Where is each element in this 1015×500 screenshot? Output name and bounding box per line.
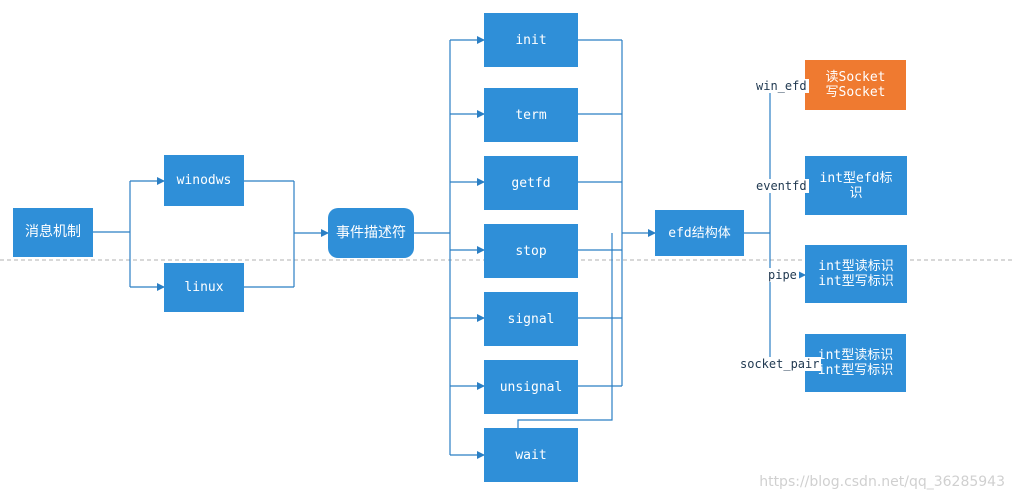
node-signal: signal: [484, 292, 578, 346]
edge-label-socket-pair: socket_pair: [738, 357, 822, 371]
node-signal-label: signal: [507, 311, 555, 327]
node-pipe-write-label: int型写标识: [818, 274, 894, 289]
node-getfd-label: getfd: [511, 175, 551, 191]
node-efd-struct: efd结构体: [655, 210, 744, 256]
node-msg-mechanism: 消息机制: [13, 208, 93, 257]
node-int-efd-label-2: 识: [849, 185, 863, 201]
node-wait-label: wait: [515, 447, 547, 463]
node-stop-label: stop: [515, 243, 547, 259]
node-sp-read-label: int型读标识: [817, 348, 894, 363]
node-unsignal-label: unsignal: [499, 379, 563, 395]
node-pipe-read-label: int型读标识: [818, 259, 894, 274]
node-eventfd: int型efd标 识: [805, 156, 907, 215]
node-msg-mechanism-label: 消息机制: [25, 224, 81, 240]
node-linux-label: linux: [184, 280, 224, 295]
node-event-descriptor-label: 事件描述符: [336, 224, 406, 241]
node-efd-struct-label: efd结构体: [668, 225, 731, 241]
node-windows-label: winodws: [176, 173, 232, 188]
node-term-label: term: [515, 107, 547, 123]
node-wait: wait: [484, 428, 578, 482]
node-read-socket-label: 读Socket: [825, 70, 886, 85]
node-event-descriptor: 事件描述符: [328, 208, 414, 258]
node-pipe: int型读标识 int型写标识: [805, 245, 907, 303]
node-init: init: [484, 13, 578, 67]
node-windows: winodws: [164, 155, 244, 206]
node-getfd: getfd: [484, 156, 578, 210]
edge-label-pipe: pipe: [766, 268, 799, 282]
node-linux: linux: [164, 263, 244, 312]
node-unsignal: unsignal: [484, 360, 578, 414]
edge-label-eventfd: eventfd: [754, 179, 809, 193]
node-write-socket-label: 写Socket: [825, 85, 886, 100]
node-socketpair: int型读标识 int型写标识: [805, 334, 906, 392]
node-term: term: [484, 88, 578, 142]
node-win-socket: 读Socket 写Socket: [805, 60, 906, 110]
edge-wait-out: [517, 233, 613, 428]
node-int-efd-label-1: int型efd标: [819, 170, 893, 186]
watermark: https://blog.csdn.net/qq_36285943: [759, 474, 1005, 490]
edge-label-win-efd: win_efd: [754, 79, 809, 93]
node-init-label: init: [515, 32, 547, 48]
node-sp-write-label: int型写标识: [817, 363, 894, 378]
node-stop: stop: [484, 224, 578, 278]
